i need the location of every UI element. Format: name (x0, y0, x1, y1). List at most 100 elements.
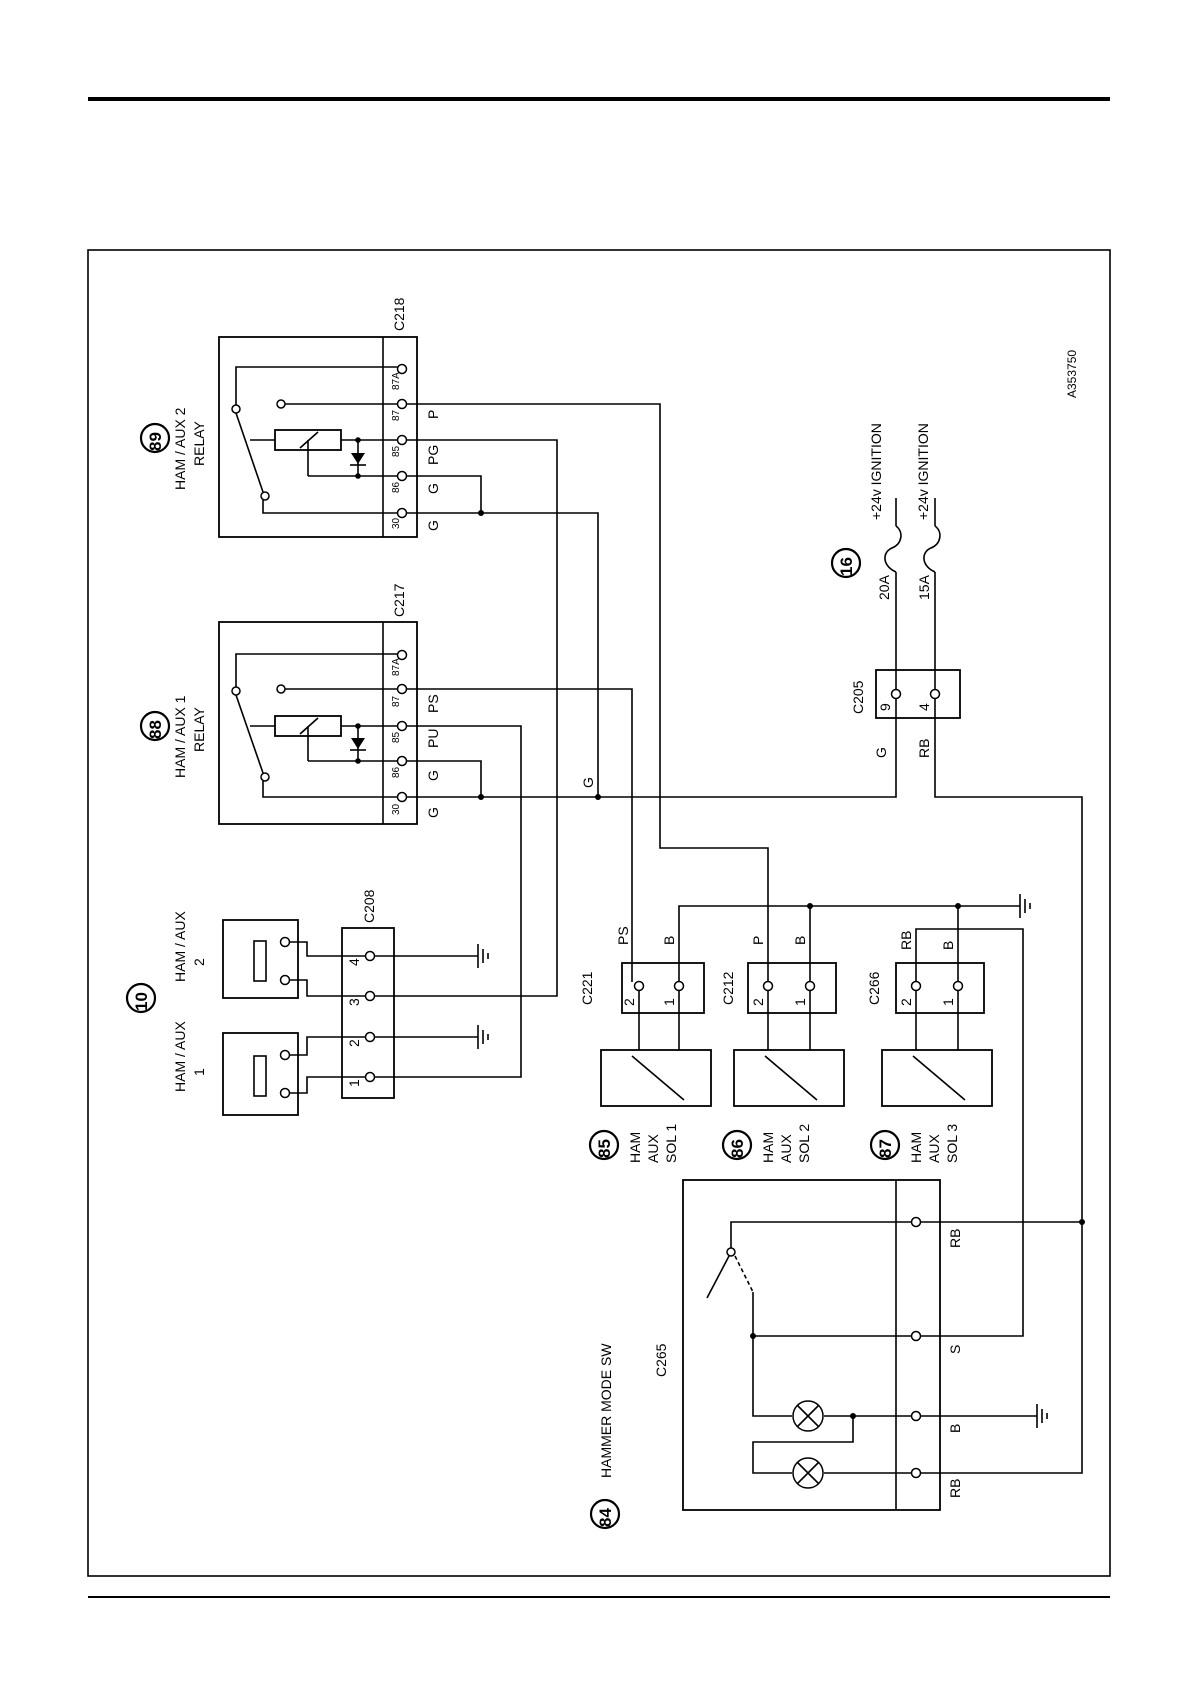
solenoid-2: 2 1 P B C212 86 HAM AUX SOL 2 (720, 936, 845, 1163)
sol3-title-2: AUX (926, 1134, 942, 1163)
relay1-pin-30: 30 (391, 803, 402, 815)
hammer-switch-title: HAMMER MODE SW (598, 1343, 614, 1478)
aux-switches: 1 2 3 4 10 HAM / AUX 2 HAM / AUX 1 C208 (125, 889, 489, 1116)
c265-connector: C265 (653, 1343, 669, 1377)
relay2-pin-87: 87 (391, 409, 402, 421)
relay1-pin-86: 86 (391, 766, 402, 778)
wire-p (406, 403, 769, 982)
c212-connector: C212 (720, 971, 736, 1005)
c212-pin-2: 2 (750, 998, 766, 1006)
c205-wire-4: RB (916, 739, 932, 758)
wire-ps (406, 688, 633, 982)
relay2-wire-87: P (425, 410, 441, 419)
c205-connector: C205 (850, 680, 866, 714)
c265-wire-s: S (947, 1345, 963, 1354)
diagram-id: A353750 (1065, 350, 1079, 398)
c221-wire-ps: PS (615, 926, 631, 945)
sol2-title-3: SOL 2 (796, 1124, 812, 1163)
c266-pin-1: 1 (940, 998, 956, 1006)
relay1-wire-87: PS (425, 694, 441, 713)
relay2-wire-30: G (425, 520, 441, 531)
relay2-title-2: RELAY (191, 420, 207, 466)
sol1-title-3: SOL 1 (663, 1124, 679, 1163)
relay2-wire-86: G (425, 483, 441, 494)
relay2-title: HAM / AUX 2 (172, 407, 188, 490)
c205-pin-4: 4 (916, 703, 932, 711)
relay1-connector: C217 (391, 583, 407, 617)
relay2-ref: 89 (146, 432, 165, 451)
c208-pin-4: 4 (346, 958, 362, 966)
header-rule (88, 97, 1110, 101)
wire-rb (920, 698, 1083, 1474)
relay-aux1: 30 86 85 87 87A G G PU PS 88 HAM / AUX 1… (139, 583, 441, 825)
c266-connector: C266 (866, 971, 882, 1005)
c208-pin-2: 2 (346, 1039, 362, 1047)
fuse-rating-15a: 15A (916, 574, 932, 600)
footer-rule (88, 1596, 1110, 1598)
sol1-title-2: AUX (645, 1134, 661, 1163)
c205-wire-9: G (873, 747, 889, 758)
c212-wire-p: P (750, 936, 766, 945)
hammer-switch-body (682, 1179, 941, 1511)
relay1-pin-87: 87 (391, 695, 402, 707)
c265-wire-b: B (947, 1424, 963, 1433)
c221-connector: C221 (579, 971, 595, 1005)
aux-switch-2-title: HAM / AUX (172, 911, 188, 982)
solenoid-3: 2 1 RB B C266 87 HAM AUX SOL 3 (866, 931, 993, 1163)
fuse-rating-20a: 20A (876, 574, 892, 600)
aux-switch-1-title: HAM / AUX (172, 1021, 188, 1092)
relay2-pin-87a: 87A (391, 372, 402, 390)
wire-g-main (481, 698, 897, 798)
relay1-wire-30: G (425, 807, 441, 818)
sol1-title-1: HAM (627, 1132, 643, 1163)
wire-g-relay2 (481, 512, 599, 797)
relay2-connector: C218 (391, 297, 407, 331)
sol2-ref: 86 (728, 1139, 747, 1158)
sol3-title-1: HAM (908, 1132, 924, 1163)
switches-ref: 10 (132, 992, 151, 1011)
c212-pin-1: 1 (792, 998, 808, 1006)
ignition-supply-1: +24v IGNITION (868, 423, 884, 520)
diagram-frame (87, 249, 1111, 1577)
sol1-ref: 85 (595, 1139, 614, 1158)
relay1-pin-85: 85 (391, 731, 402, 743)
relay2-wire-85: PG (425, 445, 441, 465)
c265-wire-rb-top: RB (947, 1229, 963, 1248)
c266-pin-2: 2 (898, 998, 914, 1006)
c221-wire-b: B (661, 936, 677, 945)
c221-pin-2: 2 (621, 998, 637, 1006)
sol2-title-2: AUX (778, 1134, 794, 1163)
aux-switch-2-num: 2 (191, 958, 207, 966)
c208-pin-3: 3 (346, 998, 362, 1006)
c212-wire-b: B (792, 936, 808, 945)
hammer-mode-switch: RB S B RB 84 HAMMER MODE SW C265 (589, 1179, 1048, 1530)
relay-aux2: 30 86 85 87 87A G G PG P 89 HAM / AUX 2 … (139, 297, 441, 538)
c265-wire-rb-bottom: RB (947, 1479, 963, 1498)
wire-pu (374, 725, 522, 1078)
solenoid-1: 2 1 PS B C221 85 HAM AUX SOL 1 (579, 926, 712, 1163)
relay1-ref: 88 (146, 720, 165, 739)
c266-wire-rb: RB (898, 931, 914, 950)
wire-s (915, 928, 1024, 1337)
relay1-wire-85: PU (425, 729, 441, 748)
fuses-ref: 16 (837, 557, 856, 576)
sol3-title-3: SOL 3 (944, 1124, 960, 1163)
relay1-wire-86: G (425, 770, 441, 781)
aux-switch-1-num: 1 (191, 1068, 207, 1076)
c208-connector: C208 (361, 889, 377, 923)
relay2-pin-86: 86 (391, 481, 402, 493)
c205-pin-9: 9 (877, 703, 893, 711)
relay1-pin-87a: 87A (391, 658, 402, 676)
sol2-title-1: HAM (760, 1132, 776, 1163)
sol3-ref: 87 (876, 1139, 895, 1158)
relay2-pin-30: 30 (391, 517, 402, 529)
ignition-supply-2: +24v IGNITION (915, 423, 931, 520)
c221-pin-1: 1 (661, 998, 677, 1006)
c266-wire-b: B (940, 941, 956, 950)
relay1-title: HAM / AUX 1 (172, 695, 188, 778)
relay1-title-2: RELAY (191, 706, 207, 752)
wire-pg (374, 439, 558, 997)
c208-pin-1: 1 (346, 1079, 362, 1087)
fuse-block: 9 4 C205 G RB 20A 15A +24v IGNITION +24v… (830, 423, 961, 758)
